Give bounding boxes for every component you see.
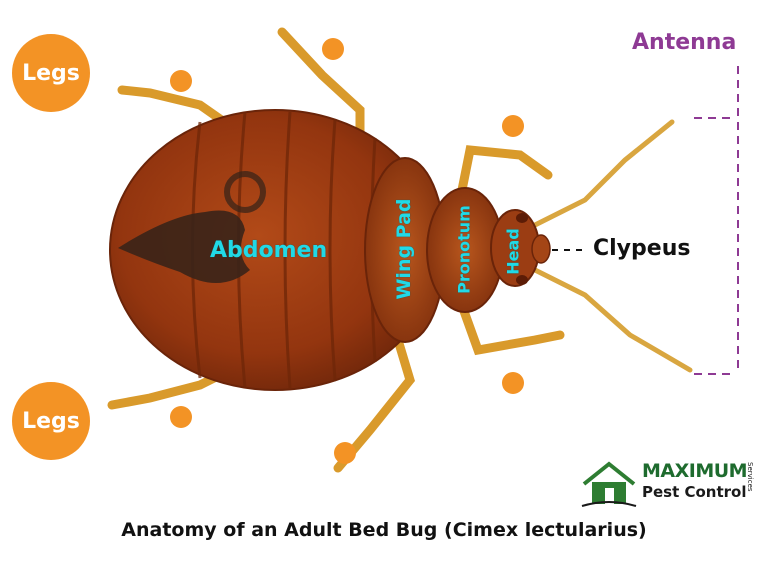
leg-upper-front: [455, 145, 553, 205]
wing-pad-label: Wing Pad: [393, 198, 415, 300]
leg-marker-dot: [502, 115, 524, 137]
maximum-pest-control-logo: MAXIMUM Pest Control Services: [580, 458, 760, 510]
antenna-upper: [532, 119, 675, 228]
antenna-label: Antenna: [632, 30, 737, 55]
legs-badge-top: Legs: [12, 34, 90, 112]
leg-marker-dot: [170, 406, 192, 428]
antennae: [532, 119, 693, 373]
house-icon: [581, 461, 637, 507]
leg-marker-dot: [170, 70, 192, 92]
antenna-bracket: [694, 66, 739, 375]
leg-lower-front: [455, 295, 565, 356]
head-label: Head: [503, 228, 523, 275]
leg-marker-dot: [322, 38, 344, 60]
leg-marker-dot: [334, 442, 356, 464]
abdomen-marking: [118, 210, 250, 284]
diagram-caption: Anatomy of an Adult Bed Bug (Cimex lectu…: [121, 519, 647, 541]
legs-badge-bottom: Legs: [12, 382, 90, 460]
logo-line-2: Pest Control: [642, 483, 747, 501]
logo-line-1: MAXIMUM: [642, 460, 748, 482]
antenna-lower: [532, 267, 693, 373]
logo-side-text: Services: [746, 462, 754, 492]
clypeus-label: Clypeus: [593, 236, 691, 261]
leg-marker-dot: [502, 372, 524, 394]
pronotum-label: Pronotum: [454, 205, 474, 294]
clypeus-shape: [531, 234, 551, 264]
abdomen-label: Abdomen: [210, 238, 328, 263]
